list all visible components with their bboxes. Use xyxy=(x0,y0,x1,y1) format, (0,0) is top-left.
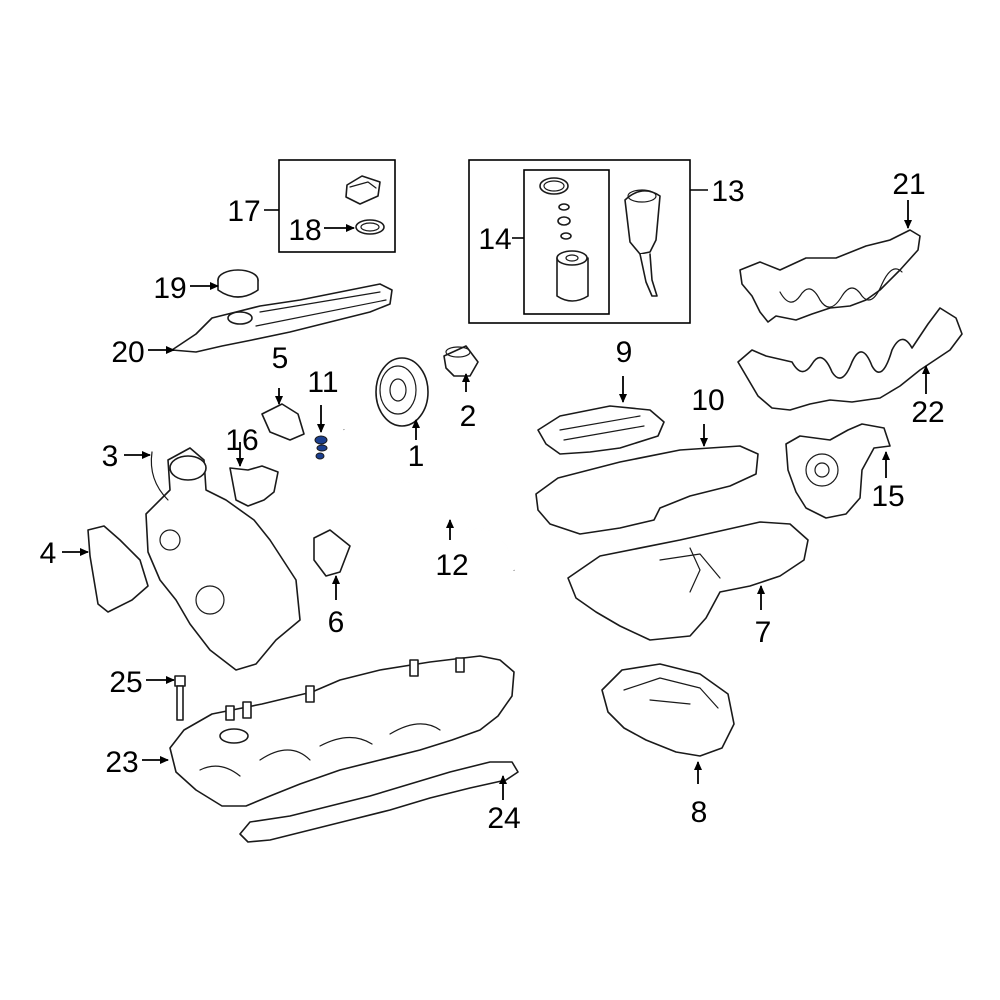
part-10-oil-pan-gasket xyxy=(535,445,759,535)
callout-15: 15 xyxy=(871,480,904,513)
callout-3: 3 xyxy=(102,440,119,473)
callout-19: 19 xyxy=(153,272,186,305)
callout-24: 24 xyxy=(487,802,520,835)
part-15-bracket xyxy=(785,423,891,519)
callout-4: 4 xyxy=(40,537,57,570)
part-13-oil-filter-housing xyxy=(624,189,661,297)
callout-20: 20 xyxy=(111,336,144,369)
part-11-o-rings xyxy=(314,435,328,460)
part-19-ring xyxy=(217,269,259,298)
leader-lines xyxy=(62,189,930,800)
callout-18: 18 xyxy=(288,214,321,247)
callout-13: 13 xyxy=(711,175,744,208)
group-box-17 xyxy=(278,159,396,253)
part-18-seal-ring xyxy=(355,219,385,235)
callout-11: 11 xyxy=(307,366,338,399)
callout-17: 17 xyxy=(227,195,260,228)
part-1-pulley xyxy=(375,357,429,427)
part-7-upper-oil-pan xyxy=(567,521,809,641)
callout-2: 2 xyxy=(460,400,477,433)
part-17-oil-filler-cap xyxy=(345,175,381,205)
callout-23: 23 xyxy=(105,746,138,779)
part-9-oil-baffle xyxy=(537,405,665,455)
part-14-oil-filter-kit xyxy=(539,177,589,302)
part-12-dipstick-tube xyxy=(343,429,515,571)
part-22-valve-cover-gasket xyxy=(737,307,963,411)
group-box-13 xyxy=(468,159,691,324)
callout-labels: 1 2 3 4 5 6 7 8 9 10 11 12 13 14 15 16 1… xyxy=(40,168,945,835)
callout-7: 7 xyxy=(755,616,772,649)
part-24-manifold-gasket xyxy=(239,761,519,843)
part-5-gasket xyxy=(261,403,305,441)
part-4-timing-cover-gasket xyxy=(87,525,149,613)
callout-21: 21 xyxy=(892,168,925,201)
callout-22: 22 xyxy=(911,396,944,429)
callout-8: 8 xyxy=(691,796,708,829)
part-3-timing-cover xyxy=(145,447,301,671)
callout-12: 12 xyxy=(435,549,468,582)
callout-25: 25 xyxy=(109,666,142,699)
callout-16: 16 xyxy=(225,424,258,457)
part-23-intake-manifold xyxy=(169,655,515,807)
part-2-plug xyxy=(443,345,479,377)
part-6-seal xyxy=(313,529,351,577)
callout-1: 1 xyxy=(408,440,425,473)
callout-10: 10 xyxy=(691,384,724,417)
callout-14: 14 xyxy=(478,223,511,256)
part-16-gasket xyxy=(229,465,279,507)
callout-6: 6 xyxy=(328,606,345,639)
callout-9: 9 xyxy=(616,336,633,369)
part-25-bolt xyxy=(174,675,186,721)
part-21-valve-cover xyxy=(739,229,921,323)
callout-5: 5 xyxy=(272,342,289,375)
part-12-dipstick-tube-inner xyxy=(343,429,515,571)
group-box-14 xyxy=(523,169,610,315)
part-20-intake-pipe xyxy=(171,283,393,353)
part-8-lower-oil-pan xyxy=(601,663,735,757)
